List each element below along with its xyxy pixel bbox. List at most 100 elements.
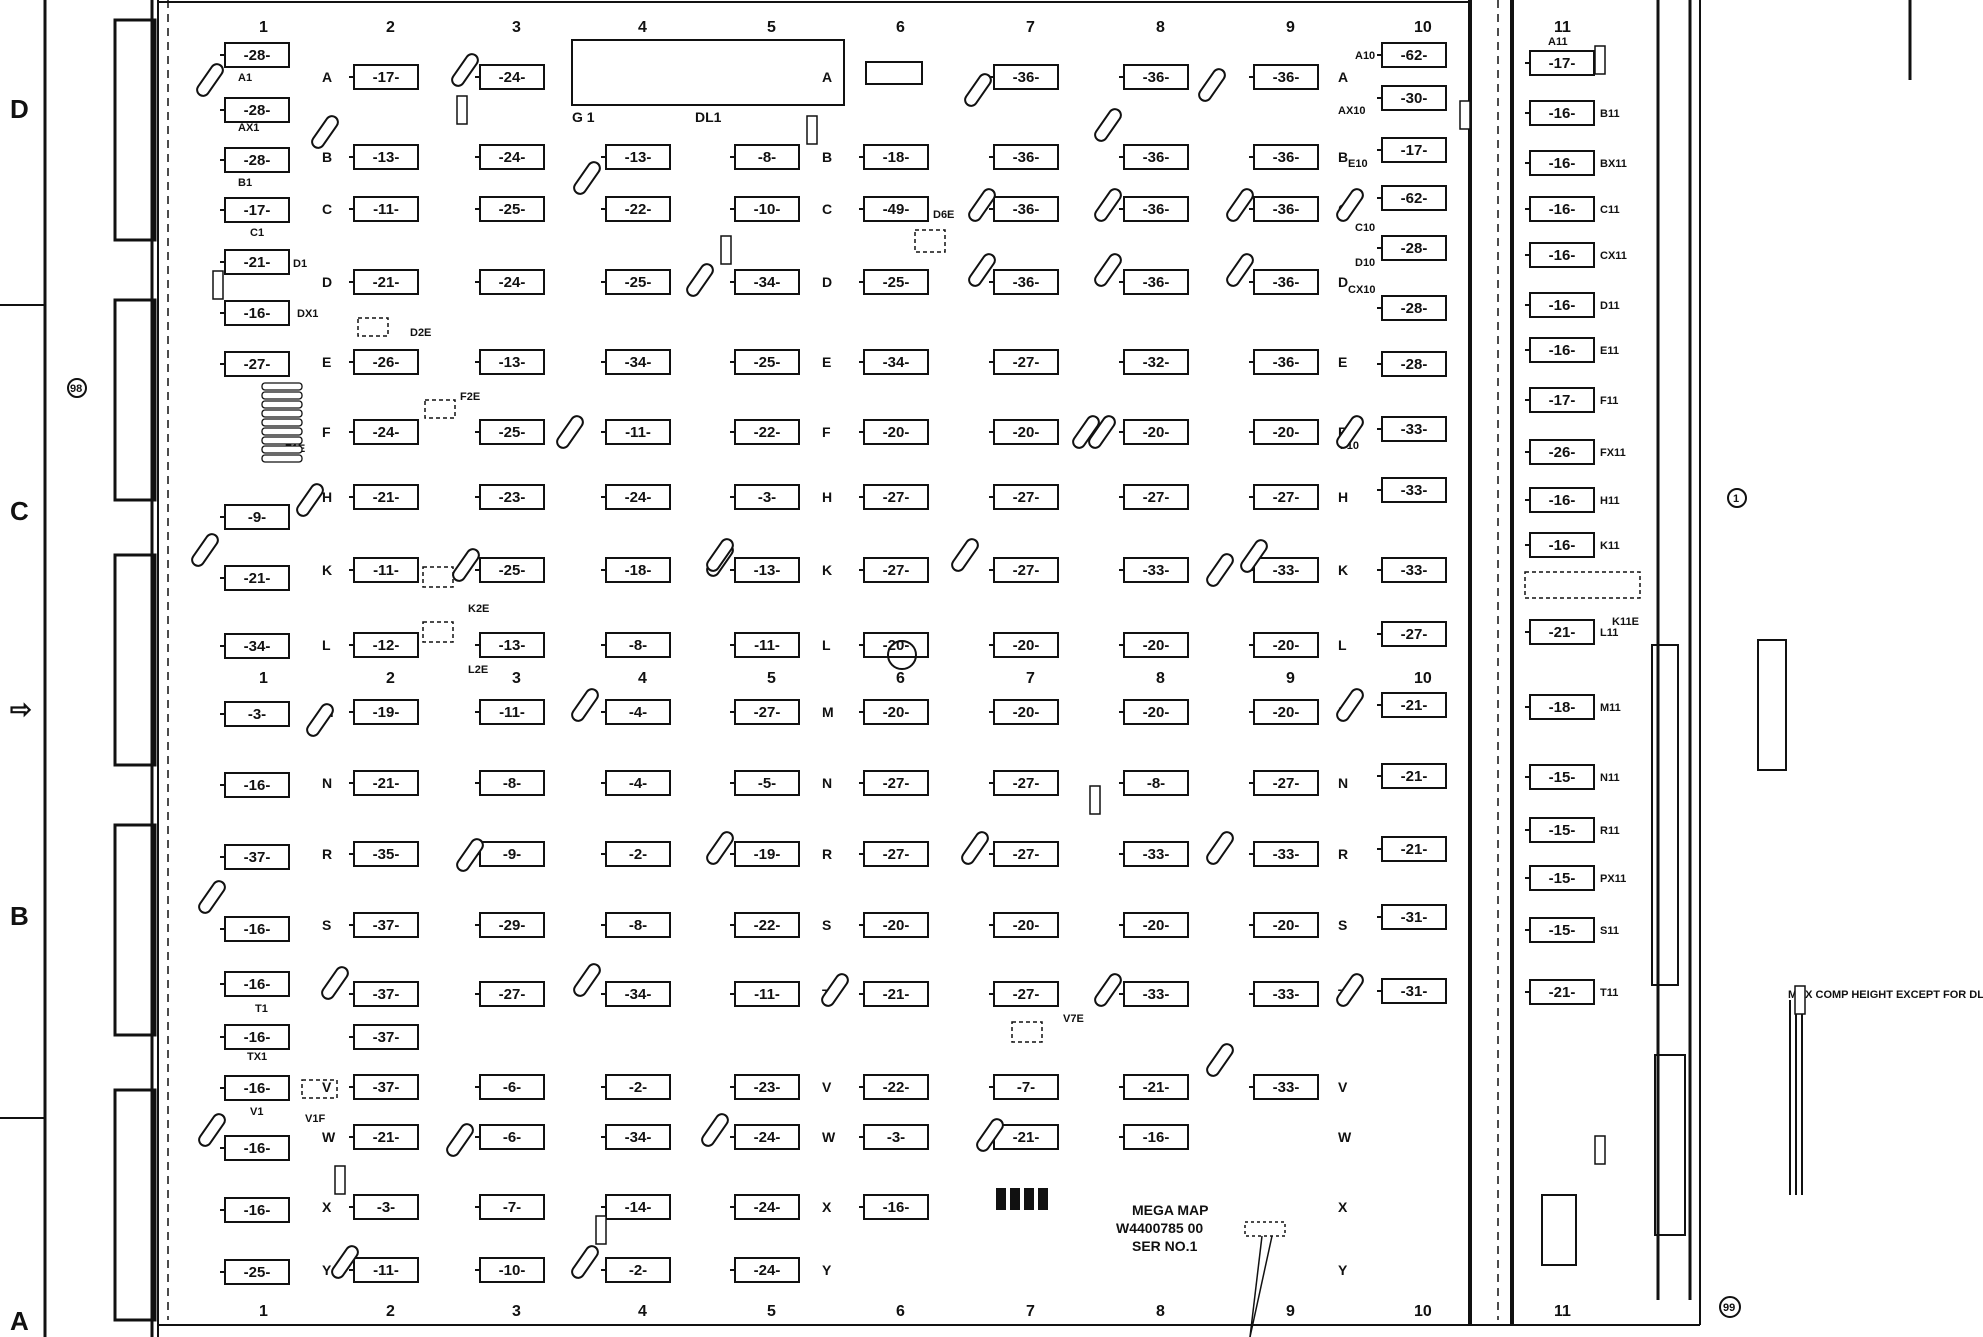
ic-chip: -17-: [349, 64, 419, 90]
chip-label: -24-: [754, 1262, 781, 1279]
ic-chip: -11-: [349, 196, 419, 222]
dashed-socket: [424, 399, 456, 419]
ic-chip: -20-: [859, 912, 929, 938]
ic-chip: -16-: [220, 772, 290, 798]
ic-chip: -20-: [1249, 699, 1319, 725]
row-letter: D: [822, 274, 832, 290]
chip-label: -23-: [754, 1079, 781, 1096]
chip-label: -11-: [625, 424, 651, 441]
ic-chip: -29-: [475, 912, 545, 938]
dip-switch: [996, 1188, 1048, 1210]
chip-label: -13-: [625, 149, 652, 166]
chip-label: -16-: [1549, 492, 1576, 509]
ic-chip: -49-: [859, 196, 929, 222]
chip-label: -8-: [1147, 775, 1165, 792]
ic-chip: -27-: [859, 484, 929, 510]
chip-label: -33-: [1273, 846, 1300, 863]
capacitor-icon: [821, 973, 849, 1007]
ic-chip: -22-: [859, 1074, 929, 1100]
ref-label: T11: [1600, 987, 1618, 999]
ic-chip: -28-: [220, 147, 290, 173]
chip-label: -13-: [754, 562, 781, 579]
chip-label: -16-: [244, 976, 271, 993]
ic-chip: -25-: [475, 196, 545, 222]
ic-chip: -33-: [1249, 981, 1319, 1007]
chip-label: -21-: [1401, 697, 1428, 714]
row-letter: K: [1338, 562, 1348, 578]
ic-chip: -28-: [220, 97, 290, 123]
row-letter: F: [822, 424, 831, 440]
ref-label: DX1: [297, 308, 318, 320]
switch-lever: [1024, 1188, 1034, 1210]
ref-label: K11E: [1612, 616, 1639, 628]
capacitor-icon: [1206, 1043, 1234, 1077]
ic-chip: -36-: [1249, 144, 1319, 170]
ic-chip: -20-: [859, 632, 929, 658]
row-letter: N: [322, 775, 332, 791]
chip-label: -33-: [1401, 562, 1428, 579]
ic-chip: -7-: [475, 1194, 545, 1220]
max-height-note: MAX COMP HEIGHT EXCEPT FOR DL1: [1788, 989, 1983, 1001]
ref-label: D2E: [410, 327, 431, 339]
ic-chip: -27-: [989, 484, 1059, 510]
row-letter: H: [322, 489, 332, 505]
ic-chip: -8-: [601, 632, 671, 658]
chip-label: -16-: [883, 1199, 910, 1216]
chip-label: -32-: [1143, 354, 1170, 371]
chip-label: -16-: [1549, 247, 1576, 264]
ic-chip: -23-: [730, 1074, 800, 1100]
column-header-bottom: 5: [767, 1303, 776, 1320]
column-header-bottom: 10: [1414, 1303, 1432, 1320]
chip-label: -21-: [1143, 1079, 1170, 1096]
resistor-pack-icon: [261, 391, 303, 400]
chip-label: -25-: [499, 201, 526, 218]
ic-chip: -10-: [730, 196, 800, 222]
ic-chip: -16-: [1525, 337, 1595, 363]
capacitor-icon: [573, 161, 601, 195]
row-letter: S: [822, 917, 831, 933]
chip-label: -20-: [1273, 917, 1300, 934]
ref-label: E10: [1348, 158, 1368, 170]
row-letter: V: [1338, 1079, 1348, 1095]
chip-label: -17-: [373, 69, 400, 86]
ic-chip: -20-: [989, 632, 1059, 658]
ref-label: PX11: [1600, 873, 1626, 885]
row-letter: R: [322, 846, 332, 862]
display-label-dl1: DL1: [695, 109, 722, 125]
ic-chip: -6-: [475, 1074, 545, 1100]
chip-label: -20-: [883, 917, 910, 934]
chip-label: -27-: [883, 489, 910, 506]
dashed-socket: [1524, 571, 1641, 599]
resistor-pack-icon: [261, 454, 303, 463]
column-header-top: 6: [896, 19, 905, 36]
row-letter: L: [1338, 637, 1347, 653]
column-header-top: 2: [386, 19, 395, 36]
chip-label: -21-: [1549, 984, 1576, 1001]
chip-label: -6-: [503, 1079, 521, 1096]
ic-chip: -3-: [730, 484, 800, 510]
ic-chip: -27-: [989, 349, 1059, 375]
column-header-top: 7: [1026, 19, 1035, 36]
ic-chip: -16-: [1119, 1124, 1189, 1150]
ic-chip: -36-: [989, 269, 1059, 295]
ic-chip: -20-: [989, 912, 1059, 938]
chip-label: -22-: [754, 917, 781, 934]
row-letter: Y: [1338, 1262, 1348, 1278]
capacitor-icon: [1226, 253, 1254, 287]
ic-chip: -20-: [1119, 419, 1189, 445]
row-letter: B: [822, 149, 832, 165]
row-letter: W: [322, 1129, 336, 1145]
ic-chip: -27-: [475, 981, 545, 1007]
chip-label: -33-: [1401, 421, 1428, 438]
ic-chip: -27-: [730, 699, 800, 725]
capacitor-icon: [1336, 973, 1364, 1007]
chip-label: -27-: [1143, 489, 1170, 506]
dashed-socket: [1011, 1021, 1043, 1043]
chip-label: -4-: [629, 704, 647, 721]
ic-chip: -20-: [989, 419, 1059, 445]
chip-label: -33-: [1401, 482, 1428, 499]
resistor-pack-icon: [261, 427, 303, 436]
ref-label: V1: [250, 1106, 263, 1118]
ic-chip: -25-: [859, 269, 929, 295]
